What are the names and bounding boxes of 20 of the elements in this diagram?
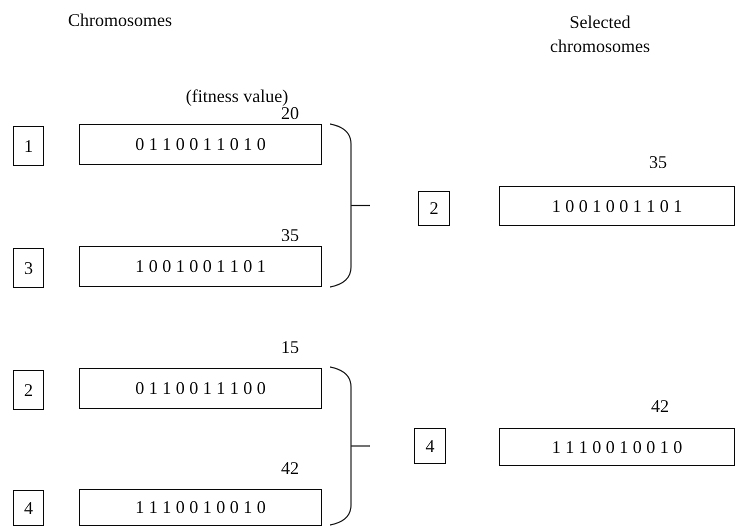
fitness-value: 15 [281,337,299,358]
fitness-value: 42 [651,396,669,417]
number-box: 2 [418,191,450,226]
number-box: 2 [13,370,44,410]
heading-label: Selected chromosomes [549,11,651,58]
fitness-value: 35 [281,225,299,246]
chromosome-box: 0 1 1 0 0 1 1 0 1 0 [79,124,322,165]
number-box: 4 [414,428,446,464]
chromosome-box: 1 0 0 1 0 0 1 1 0 1 [499,186,735,226]
number-box: 1 [13,126,44,166]
heading-label: Chromosomes [68,10,172,31]
chromosome-box: 1 1 1 0 0 1 0 0 1 0 [79,489,322,526]
fitness-value: 42 [281,458,299,479]
chromosome-box: 1 0 0 1 0 0 1 1 0 1 [79,246,322,287]
heading-label: (fitness value) [186,86,288,107]
number-box: 3 [13,248,44,288]
chromosome-box: 1 1 1 0 0 1 0 0 1 0 [499,428,735,466]
chromosome-box: 0 1 1 0 0 1 1 1 0 0 [79,368,322,409]
number-box: 4 [13,490,44,526]
fitness-value: 35 [649,152,667,173]
